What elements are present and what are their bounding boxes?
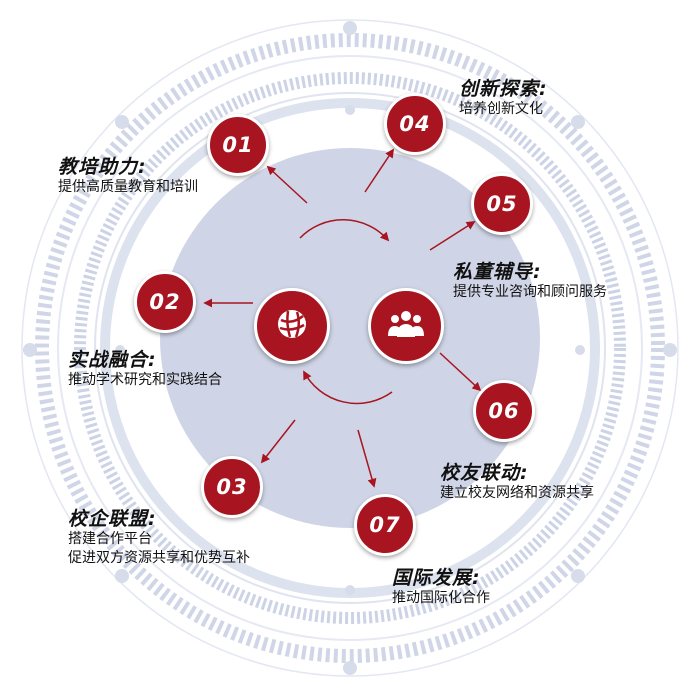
node-number: 02: [149, 290, 181, 314]
label-title: 创新探索:: [459, 78, 548, 100]
people-group-icon: [387, 307, 425, 345]
outer-rings: [21, 19, 679, 677]
node-number: 03: [216, 475, 248, 499]
label-03: 校企联盟: 搭建合作平台 促进双方资源共享和优势互补: [68, 508, 250, 568]
node-02: 02: [134, 271, 196, 333]
globe-icon: [275, 307, 309, 345]
label-desc: 搭建合作平台: [68, 531, 152, 547]
node-number: 05: [486, 192, 518, 216]
node-05: 05: [471, 173, 533, 235]
node-number: 07: [369, 513, 401, 537]
label-04: 创新探索: 培养创新文化: [459, 78, 548, 119]
node-number: 04: [399, 112, 431, 136]
label-desc: 提供专业咨询和顾问服务: [453, 284, 607, 300]
label-01: 教培助力: 提供高质量教育和培训: [58, 156, 198, 197]
label-05: 私董辅导: 提供专业咨询和顾问服务: [453, 261, 607, 302]
label-title: 国际发展:: [392, 567, 481, 589]
label-desc: 促进双方资源共享和优势互补: [68, 550, 250, 566]
label-desc: 提供高质量教育和培训: [58, 179, 198, 195]
label-06: 校友联动: 建立校友网络和资源共享: [440, 462, 594, 503]
label-title: 校友联动:: [440, 462, 529, 484]
label-desc: 培养创新文化: [459, 101, 543, 117]
node-04: 04: [384, 93, 446, 155]
node-03: 03: [201, 456, 263, 518]
hub-left: [254, 288, 330, 364]
label-title: 校企联盟:: [68, 508, 157, 530]
ring-dots: [23, 21, 677, 675]
label-desc: 建立校友网络和资源共享: [440, 485, 594, 501]
label-desc: 推动学术研究和实践结合: [68, 372, 222, 388]
label-desc: 推动国际化合作: [392, 590, 490, 606]
label-title: 实战融合:: [68, 349, 157, 371]
label-title: 私董辅导:: [453, 261, 542, 283]
label-title: 教培助力:: [58, 156, 147, 178]
node-07: 07: [354, 494, 416, 556]
cycle-arrows: [299, 219, 393, 405]
node-01: 01: [207, 114, 269, 176]
node-06: 06: [473, 380, 535, 442]
connector-arrows: [203, 148, 482, 488]
label-07: 国际发展: 推动国际化合作: [392, 567, 490, 608]
hub-right: [368, 288, 444, 364]
node-number: 06: [488, 399, 520, 423]
core-disc: [160, 148, 540, 528]
node-number: 01: [222, 133, 254, 157]
label-02: 实战融合: 推动学术研究和实践结合: [68, 349, 222, 390]
